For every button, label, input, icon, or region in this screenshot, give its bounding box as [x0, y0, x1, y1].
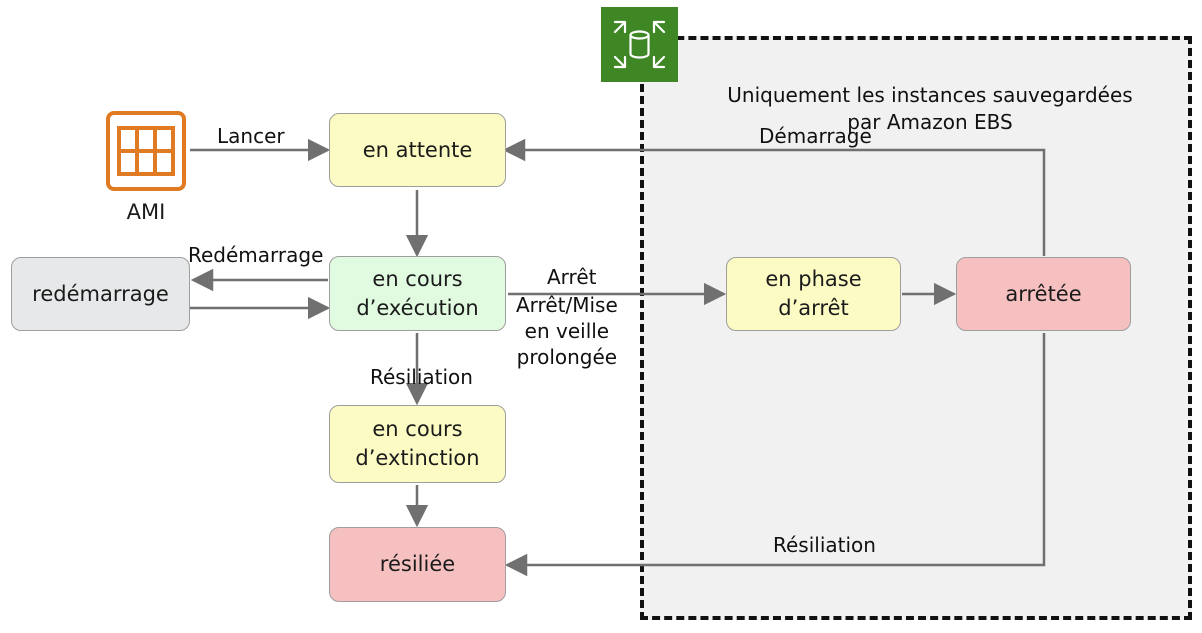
label-stop-hibernate: Arrêt/Mise en veille prolongée [516, 292, 618, 370]
state-rebooting-label: redémarrage [32, 281, 169, 306]
arrow-start [502, 138, 1046, 256]
state-pending: en attente [329, 113, 506, 187]
state-rebooting: redémarrage [11, 257, 190, 331]
state-terminated-label: résiliée [379, 552, 456, 576]
state-shutting-down: en cours d’extinction [329, 405, 506, 483]
region-caption-line1: Uniquement les instances sauvegardées [727, 83, 1133, 107]
state-shutting-down-line2: d’extinction [355, 446, 480, 470]
label-stop-hibernate-line2: en veille [524, 319, 610, 343]
state-pending-label: en attente [362, 137, 473, 162]
label-stop-hibernate-line3: prolongée [516, 345, 618, 369]
state-terminated: résiliée [329, 527, 506, 602]
label-stop: Arrêt [547, 265, 597, 289]
state-stopping-line2: d’arrêt [778, 296, 849, 320]
state-stopping: en phase d’arrêt [726, 257, 901, 331]
ebs-volume-icon [601, 7, 678, 82]
region-caption-line2: par Amazon EBS [847, 110, 1013, 134]
label-reboot: Redémarrage [188, 243, 324, 267]
label-launch: Lancer [217, 124, 285, 148]
state-running-line1: en cours [372, 266, 463, 291]
label-stop-hibernate-line1: Arrêt/Mise [516, 293, 618, 317]
state-stopped-label: arrêtée [1005, 281, 1082, 306]
arrow-terminate-stopped [504, 333, 1046, 577]
state-running-line2: d’exécution [356, 295, 479, 320]
state-stopped: arrêtée [956, 257, 1131, 331]
state-shutting-down-line1: en cours [372, 417, 463, 441]
label-terminate-running: Résiliation [370, 365, 473, 389]
state-running: en cours d’exécution [329, 256, 506, 331]
state-stopping-line1: en phase [765, 267, 862, 291]
region-caption: Uniquement les instances sauvegardées pa… [690, 82, 1170, 136]
ami-icon [105, 110, 187, 192]
label-start: Démarrage [759, 124, 872, 148]
ami-label: AMI [126, 200, 166, 224]
label-terminate-stopped: Résiliation [773, 533, 876, 557]
